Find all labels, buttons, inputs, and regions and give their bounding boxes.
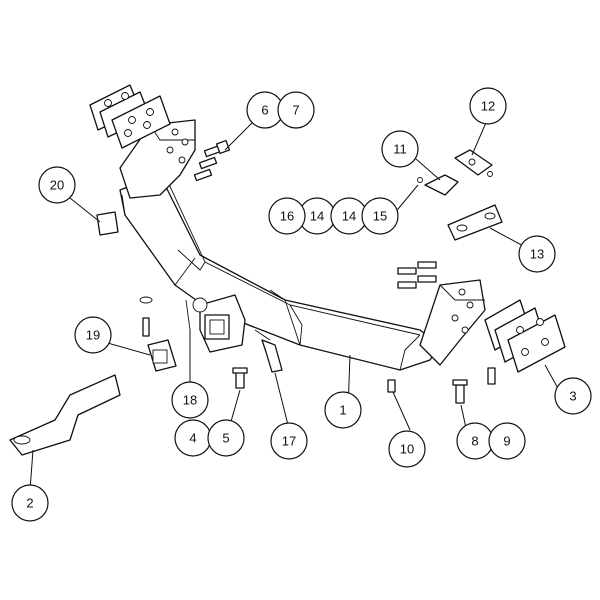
svg-text:14: 14 <box>342 209 356 224</box>
svg-text:1: 1 <box>339 403 346 418</box>
svg-text:16: 16 <box>280 209 294 224</box>
receiver-tube <box>199 294 246 353</box>
callout-14b: 14 <box>330 197 368 235</box>
svg-text:4: 4 <box>189 431 196 446</box>
right-mounting-bracket <box>419 279 486 366</box>
callout-9: 9 <box>488 422 526 460</box>
svg-text:20: 20 <box>50 178 64 193</box>
callout-15: 15 <box>361 197 399 235</box>
bolt-set-6-7 <box>193 139 231 182</box>
cover-plate <box>96 211 119 236</box>
callout-16: 16 <box>268 197 306 235</box>
svg-text:3: 3 <box>569 389 576 404</box>
callout-19: 19 <box>74 316 112 354</box>
svg-text:2: 2 <box>26 496 33 511</box>
bolt-4-5 <box>232 367 248 389</box>
plate-13 <box>447 204 503 241</box>
callout-13: 13 <box>518 235 556 273</box>
callout-5: 5 <box>207 419 245 457</box>
ball-mount <box>9 374 121 456</box>
right-bolts <box>397 261 437 289</box>
svg-text:10: 10 <box>400 442 414 457</box>
callout-8: 8 <box>456 422 494 460</box>
svg-text:12: 12 <box>481 99 495 114</box>
svg-text:9: 9 <box>503 434 510 449</box>
svg-text:11: 11 <box>393 142 407 157</box>
callout-4: 4 <box>174 419 212 457</box>
svg-text:15: 15 <box>373 209 387 224</box>
svg-text:8: 8 <box>471 434 478 449</box>
callout-20: 20 <box>38 166 76 204</box>
callout-3: 3 <box>554 377 592 415</box>
svg-text:13: 13 <box>530 247 544 262</box>
callout-12: 12 <box>469 87 507 125</box>
bolt-10 <box>387 379 396 393</box>
left-shim-plates <box>89 84 171 149</box>
bolt-8-9 <box>452 379 468 404</box>
callout-11: 11 <box>381 130 419 168</box>
svg-text:19: 19 <box>86 328 100 343</box>
right-shim-plates <box>484 299 566 373</box>
svg-text:5: 5 <box>222 431 229 446</box>
callout-1: 1 <box>324 391 362 429</box>
bracket-11-12 <box>417 149 493 196</box>
callout-2: 2 <box>11 484 49 522</box>
svg-text:18: 18 <box>183 393 197 408</box>
callout-18: 18 <box>171 381 209 419</box>
hitch-pin <box>185 297 208 331</box>
svg-text:14: 14 <box>310 209 324 224</box>
hitch-cover <box>147 339 177 372</box>
svg-text:6: 6 <box>261 103 268 118</box>
hitch-crossbar <box>119 174 441 371</box>
svg-text:17: 17 <box>282 434 296 449</box>
safety-chain-hook <box>254 329 283 373</box>
svg-text:7: 7 <box>292 103 299 118</box>
callout-17: 17 <box>270 422 308 460</box>
callout-10: 10 <box>388 430 426 468</box>
callout-7: 7 <box>277 91 315 129</box>
right-small-bolts <box>487 367 496 385</box>
small-bolts-left <box>139 296 153 337</box>
